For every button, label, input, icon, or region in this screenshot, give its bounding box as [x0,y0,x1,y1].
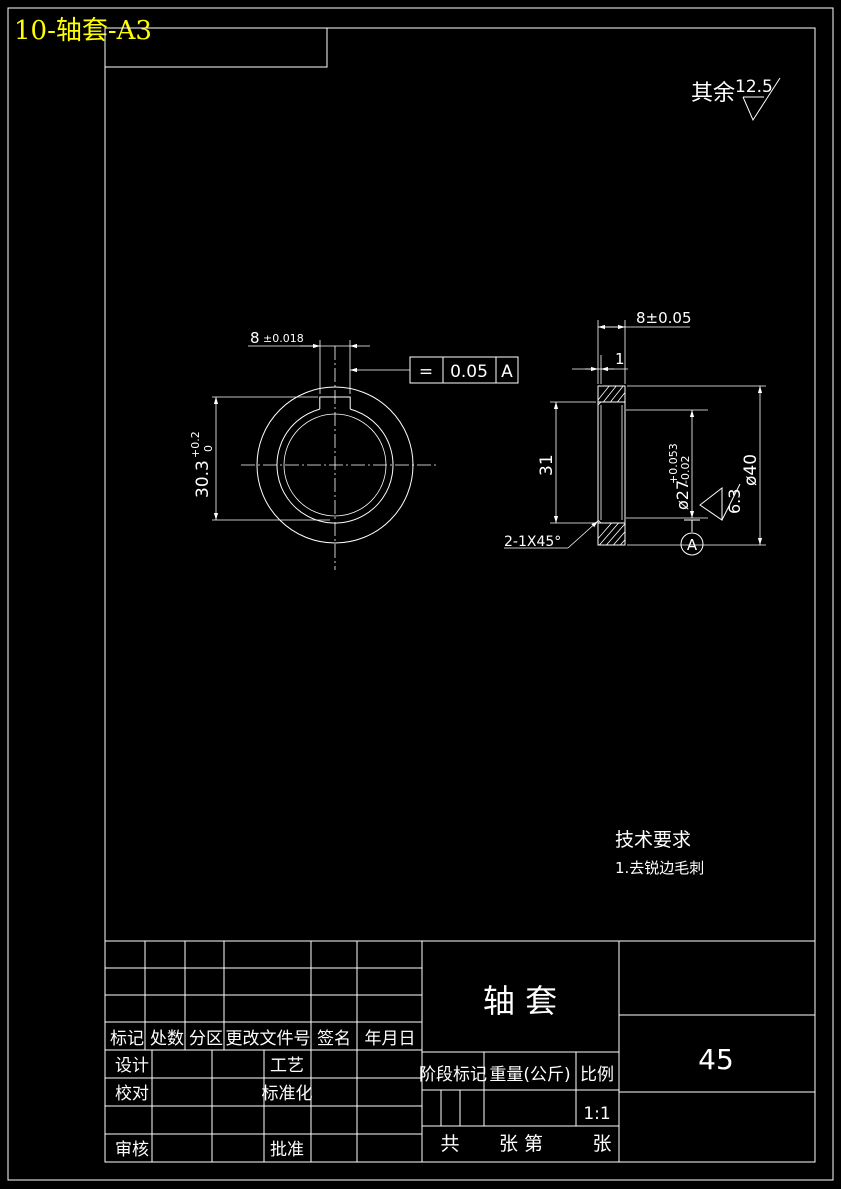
svg-text:批准: 批准 [270,1140,304,1160]
svg-text:校对: 校对 [115,1084,149,1104]
bore-tol-lower: -0.02 [679,456,692,484]
bore-edge-circle [283,413,387,517]
outer-dia: ø40 [741,454,761,486]
chamfer-note: 2-1X45° [504,534,561,550]
front-view: 8 ±0.018 = 0.05 A 30.3 +0.2 0 [189,329,519,570]
svg-text:12.5: 12.5 [735,77,773,97]
outer-border [7,7,834,1181]
svg-text:更改文件号: 更改文件号 [226,1029,311,1049]
keyway [319,396,351,410]
svg-text:标记: 标记 [110,1029,144,1049]
section-length: 31 [537,454,557,476]
header-label: 10-轴套-A3 [14,16,152,46]
svg-text:标准化: 标准化 [262,1084,313,1104]
material: 45 [698,1043,734,1076]
datum-circle [680,532,704,556]
svg-text:年月日: 年月日 [365,1029,416,1049]
svg-text:张: 张 [592,1133,611,1155]
svg-text:阶段标记: 阶段标记 [419,1065,487,1085]
svg-text:工艺: 工艺 [270,1056,304,1076]
bore-circle [276,408,394,524]
svg-text:其余: 其余 [691,81,735,106]
symmetry-tolerance: 0.05 [450,362,488,382]
keyway-width-tol: ±0.018 [263,332,304,345]
bore-tol-upper: +0.053 [667,443,680,484]
height-tol-lower: 0 [202,445,215,452]
symmetry-frame [409,356,519,384]
symmetry-datum: A [501,362,513,382]
svg-text:重量(公斤): 重量(公斤) [489,1065,570,1085]
keyway-width-value: 8 [250,329,260,347]
svg-text:设计: 设计 [115,1056,149,1076]
svg-text:分区: 分区 [189,1029,223,1049]
section-width-dim: 8±0.05 [636,309,692,327]
section-view: 8±0.05 1 31 2-1X45° ø27 +0.053 -0.02 ø40 [504,309,766,556]
symmetry-symbol: = [419,362,433,382]
height-value: 30.3 [193,460,213,498]
tech-req-title: 技术要求 [615,829,691,851]
part-name: 轴 套 [483,982,557,1020]
bore-dia: ø27 [673,480,692,510]
svg-text:签名: 签名 [317,1029,351,1049]
height-tol-upper: +0.2 [189,431,202,458]
svg-text:比例: 比例 [580,1065,614,1085]
roughness-value: 6.3 [725,489,744,514]
corner-box [105,28,328,68]
svg-text:共: 共 [440,1133,459,1155]
svg-text:审核: 审核 [115,1140,149,1160]
tech-requirements: 技术要求 1.去锐边毛刺 [615,829,704,877]
outer-circle [256,386,414,544]
roughness-symbol [699,486,723,521]
chamfer-width: 1 [615,350,625,368]
tech-req-item: 1.去锐边毛刺 [615,859,704,877]
datum-label: A [687,536,698,554]
title-block: 标记 处数 分区 更改文件号 签名 年月日 设计 校对 审核 工艺 标准化 批准… [105,940,815,1162]
section-outline [597,385,626,546]
surface-finish: 其余 12.5 [691,77,781,122]
scale-value: 1:1 [583,1104,610,1124]
inner-border [104,27,816,1163]
svg-text:处数: 处数 [150,1029,184,1049]
svg-text:张 第: 张 第 [499,1133,543,1155]
